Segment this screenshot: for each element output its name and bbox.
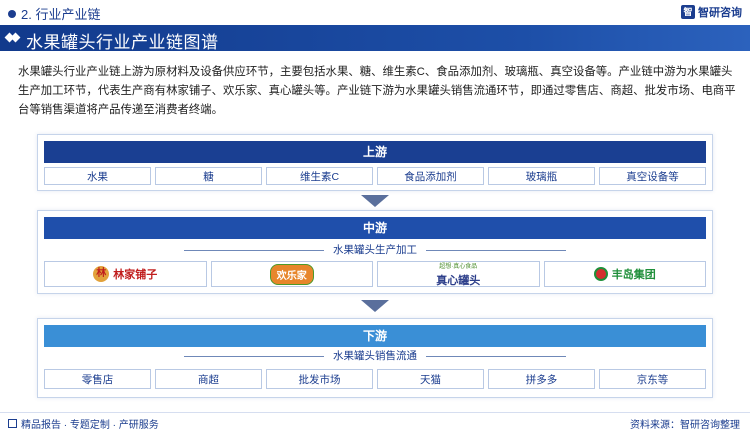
upstream-item: 真空设备等 xyxy=(599,167,706,185)
producer-logo-zhenxin: 超想·真心食品 真心罐头 xyxy=(377,261,540,287)
page-title: 水果罐头行业产业链图谱 xyxy=(26,33,219,52)
midstream-subheading: 水果罐头生产加工 xyxy=(333,244,417,256)
intro-paragraph: 水果罐头行业产业链上游为原材料及设备供应环节，主要包括水果、糖、维生素C、食品添… xyxy=(18,66,736,116)
upstream-item: 水果 xyxy=(44,167,151,185)
producer-logos: 林 林家铺子 欢乐家 超想·真心食品 真心罐头 丰岛集团 xyxy=(44,261,706,287)
zhenxin-logo-text: 真心罐头 xyxy=(436,275,481,287)
linjia-logo-text: 林家铺子 xyxy=(113,269,158,281)
downstream-heading: 下游 xyxy=(44,325,706,347)
upstream-item: 食品添加剂 xyxy=(377,167,484,185)
producer-logo-huanlejia: 欢乐家 xyxy=(210,261,373,287)
title-banner: 水果罐头行业产业链图谱 xyxy=(0,25,750,52)
down-arrow-icon xyxy=(361,300,389,312)
down-arrow-icon xyxy=(361,195,389,207)
section-label: 2. 行业产业链 xyxy=(8,4,100,23)
upstream-items: 水果 糖 维生素C 食品添加剂 玻璃瓶 真空设备等 xyxy=(44,167,706,185)
downstream-item: 商超 xyxy=(155,369,262,389)
zhenxin-logo-small: 超想·真心食品 xyxy=(439,264,478,270)
upstream-item: 糖 xyxy=(155,167,262,185)
downstream-subheading-row: 水果罐头销售流通 xyxy=(44,349,706,363)
producer-logo-fengdao: 丰岛集团 xyxy=(543,261,706,287)
brand: 智 智研咨询 xyxy=(681,4,742,20)
footer: 精品报告 · 专题定制 · 产研服务 资料来源：智研咨询整理 xyxy=(0,412,750,431)
section-label-text: 2. 行业产业链 xyxy=(21,7,101,22)
producer-logo-linjia: 林 林家铺子 xyxy=(44,261,207,287)
upstream-item: 维生素C xyxy=(266,167,373,185)
brand-name: 智研咨询 xyxy=(698,7,742,19)
report-icon xyxy=(8,419,17,428)
midstream-heading: 中游 xyxy=(44,217,706,239)
midstream-subheading-row: 水果罐头生产加工 xyxy=(44,243,706,257)
downstream-subheading: 水果罐头销售流通 xyxy=(333,350,417,362)
fengdao-logo-icon xyxy=(593,267,608,281)
midstream-panel: 中游 水果罐头生产加工 林 林家铺子 欢乐家 超想·真心食品 真心罐头 丰岛集团 xyxy=(37,210,713,294)
brand-logo-icon: 智 xyxy=(681,5,695,19)
huanlejia-logo-text: 欢乐家 xyxy=(269,263,314,285)
upstream-heading: 上游 xyxy=(44,141,706,163)
bullet-icon xyxy=(8,9,16,18)
downstream-item: 天猫 xyxy=(377,369,484,389)
top-bar: 2. 行业产业链 智 智研咨询 xyxy=(0,0,750,22)
downstream-item: 零售店 xyxy=(44,369,151,389)
fengdao-logo-text: 丰岛集团 xyxy=(611,269,656,281)
downstream-item: 京东等 xyxy=(599,369,706,389)
double-diamond-icon xyxy=(4,32,21,44)
footer-source: 资料来源：智研咨询整理 xyxy=(630,420,740,431)
downstream-panel: 下游 水果罐头销售流通 零售店 商超 批发市场 天猫 拼多多 京东等 xyxy=(37,318,713,398)
downstream-item: 拼多多 xyxy=(488,369,595,389)
downstream-items: 零售店 商超 批发市场 天猫 拼多多 京东等 xyxy=(44,369,706,389)
downstream-item: 批发市场 xyxy=(266,369,373,389)
footer-services: 精品报告 · 专题定制 · 产研服务 xyxy=(21,420,159,431)
upstream-item: 玻璃瓶 xyxy=(488,167,595,185)
footer-left: 精品报告 · 专题定制 · 产研服务 xyxy=(8,416,159,431)
linjia-logo-icon: 林 xyxy=(93,266,110,282)
upstream-panel: 上游 水果 糖 维生素C 食品添加剂 玻璃瓶 真空设备等 xyxy=(37,134,713,191)
